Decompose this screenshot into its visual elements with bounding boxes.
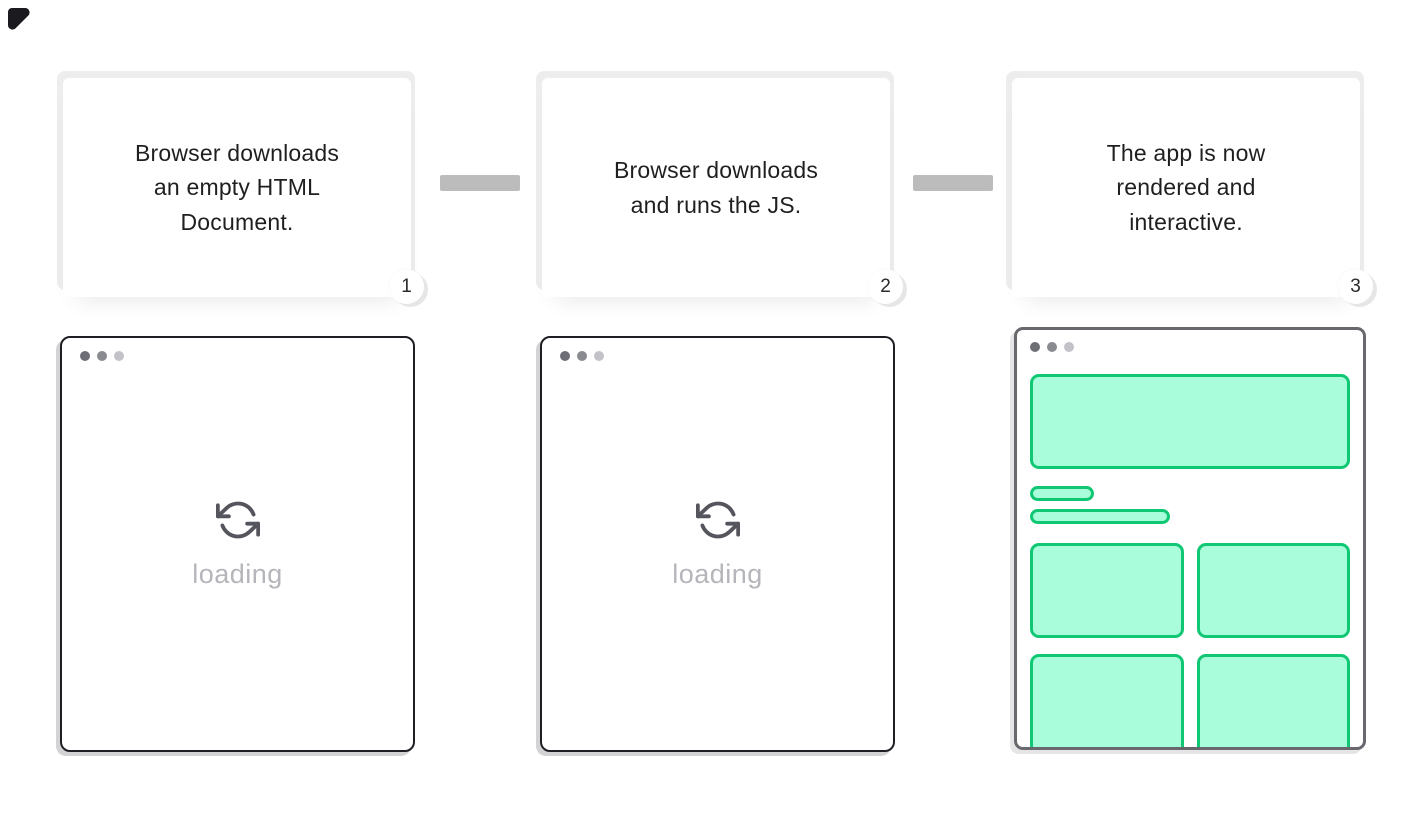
content-grid — [1030, 543, 1350, 747]
window-controls — [560, 351, 604, 361]
step-badge: 1 — [389, 269, 424, 304]
step-text: Browser downloads and runs the JS. — [613, 157, 819, 218]
window-controls — [1030, 342, 1350, 352]
window-dot-icon — [594, 351, 604, 361]
grid-card — [1030, 654, 1184, 747]
text-line-short — [1030, 486, 1094, 501]
loading-label: loading — [192, 559, 283, 589]
window-dot-icon — [1047, 342, 1057, 352]
browser-window-loading-2: loading — [540, 336, 895, 752]
loading-indicator: loading — [62, 338, 413, 750]
connector-dash — [913, 175, 993, 191]
hero-block — [1030, 374, 1350, 469]
step-card: The app is now rendered and interactive. — [1012, 78, 1360, 297]
window-dot-icon — [1030, 342, 1040, 352]
browser-window-rendered — [1014, 327, 1366, 750]
step-card: Browser downloads an empty HTML Document… — [63, 78, 411, 297]
corner-decoration-icon — [7, 7, 30, 30]
window-dot-icon — [80, 351, 90, 361]
refresh-icon — [215, 501, 260, 539]
window-dot-icon — [577, 351, 587, 361]
refresh-icon — [695, 501, 740, 539]
window-dot-icon — [97, 351, 107, 361]
step-card: Browser downloads and runs the JS. — [542, 78, 890, 297]
grid-card — [1196, 543, 1350, 638]
step-2: Browser downloads and runs the JS. 2 — [536, 71, 903, 304]
loading-indicator: loading — [542, 338, 893, 750]
step-badge: 2 — [868, 269, 903, 304]
step-badge: 3 — [1338, 269, 1373, 304]
grid-card — [1196, 654, 1350, 747]
connector-dash — [440, 175, 520, 191]
grid-card — [1030, 543, 1184, 638]
window-dot-icon — [560, 351, 570, 361]
browser-window-loading-1: loading — [60, 336, 415, 752]
window-dot-icon — [114, 351, 124, 361]
step-1: Browser downloads an empty HTML Document… — [57, 71, 424, 304]
step-3: The app is now rendered and interactive.… — [1006, 71, 1373, 304]
step-text: Browser downloads an empty HTML Document… — [134, 140, 340, 235]
step-text: The app is now rendered and interactive. — [1106, 140, 1266, 235]
text-line-long — [1030, 509, 1170, 524]
window-controls — [80, 351, 124, 361]
loading-label: loading — [672, 559, 763, 589]
window-dot-icon — [1064, 342, 1074, 352]
